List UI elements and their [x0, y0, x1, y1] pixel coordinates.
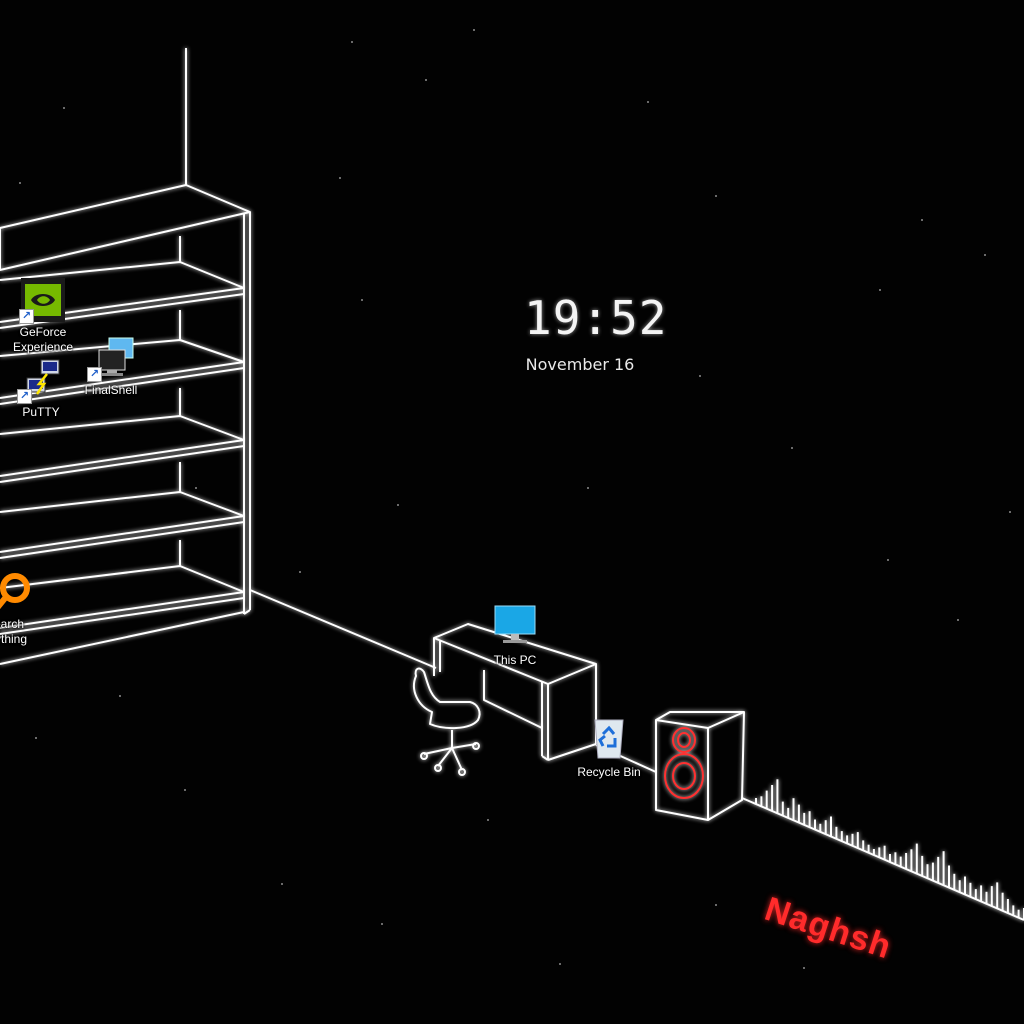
- recycle-bin-icon-item[interactable]: Recycle Bin: [572, 716, 646, 780]
- putty-shortcut[interactable]: ↗ PuTTY: [4, 356, 78, 420]
- shortcut-arrow-icon: ↗: [19, 309, 34, 324]
- shortcut-arrow-icon: ↗: [17, 389, 32, 404]
- finalshell-shortcut[interactable]: ↗ FinalShell: [74, 334, 148, 398]
- speaker-cones: [664, 727, 704, 799]
- this-pc-icon-item[interactable]: This PC: [478, 604, 552, 668]
- stars: [19, 29, 1011, 969]
- line-art: [0, 48, 1024, 921]
- icon-label: GeForce Experience: [12, 325, 74, 354]
- audio-visualizer: [755, 779, 1024, 920]
- magnifier-icon: [0, 549, 33, 610]
- everything-shortcut[interactable]: earch rything: [0, 530, 46, 666]
- clock-date: November 16: [525, 355, 635, 374]
- icon-label: FinalShell: [84, 383, 138, 397]
- icon-label: PuTTY: [22, 405, 60, 419]
- putty-icon: ↗: [17, 356, 65, 404]
- clock-time: 19:52: [524, 291, 668, 345]
- icon-label: Recycle Bin: [577, 765, 641, 779]
- icon-label: earch rything: [0, 617, 28, 646]
- nvidia-icon: ↗: [19, 276, 67, 324]
- geforce-experience-shortcut[interactable]: ↗ GeForce Experience: [6, 276, 80, 355]
- monitor-icon: [491, 604, 539, 652]
- recycle-bin-icon: [585, 716, 633, 764]
- shortcut-arrow-icon: ↗: [87, 367, 102, 382]
- icon-label: This PC: [493, 653, 537, 667]
- monitors-icon: ↗: [87, 334, 135, 382]
